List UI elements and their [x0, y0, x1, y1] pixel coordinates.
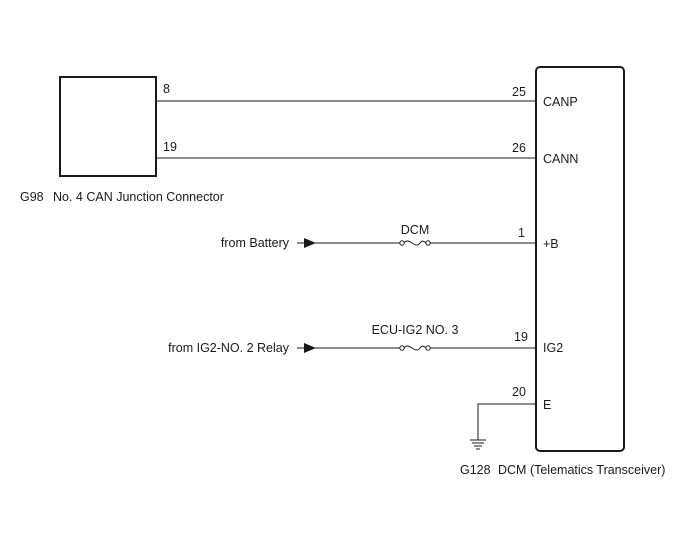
dcm-pin-20: 20	[512, 385, 526, 399]
can-junction-connector-box	[59, 76, 157, 177]
ig2-relay-source-label: from IG2-NO. 2 Relay	[168, 341, 290, 355]
dcm-pin-25: 25	[512, 85, 526, 99]
ecu-ig2-fuse-label: ECU-IG2 NO. 3	[372, 323, 459, 337]
dcm-code: G128	[460, 463, 491, 477]
can-junction-connector-code: G98	[20, 190, 44, 204]
dcm-terminal-cann: CANN	[543, 152, 578, 166]
dcm-pin-19: 19	[514, 330, 528, 344]
dcm-fuse-icon	[399, 240, 431, 246]
can-junction-connector-name: No. 4 CAN Junction Connector	[53, 190, 224, 204]
g98-pin-19: 19	[163, 140, 177, 154]
dcm-pin-1: 1	[518, 226, 525, 240]
dcm-terminal-canp: CANP	[543, 95, 578, 109]
dcm-pin-26: 26	[512, 141, 526, 155]
dcm-name: DCM (Telematics Transceiver)	[498, 463, 665, 477]
ecu-ig2-fuse-icon	[399, 345, 431, 351]
g98-pin-8: 8	[163, 82, 170, 96]
dcm-terminal-plus-b: +B	[543, 237, 559, 251]
ground-icon	[470, 439, 486, 450]
dcm-box	[535, 66, 625, 452]
dcm-fuse-label: DCM	[401, 223, 429, 237]
battery-source-label: from Battery	[221, 236, 290, 250]
dcm-terminal-ig2: IG2	[543, 341, 563, 355]
dcm-terminal-e: E	[543, 398, 551, 412]
ground-wire	[477, 403, 536, 440]
